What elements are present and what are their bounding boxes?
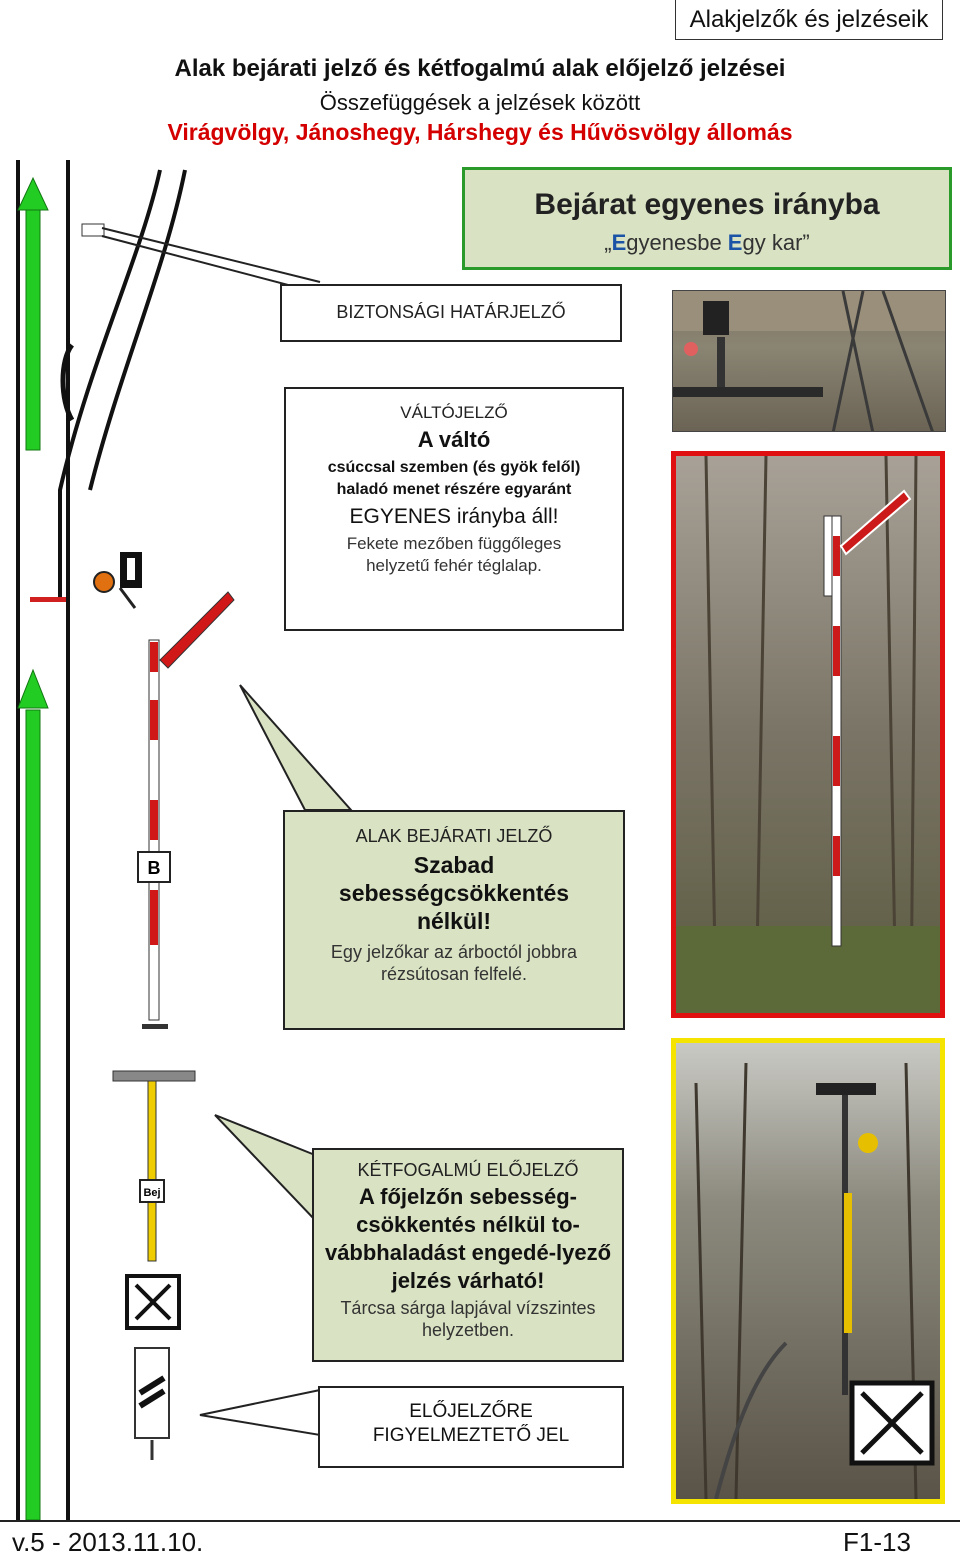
- elojelzore-line2: FIGYELMEZTETŐ JEL: [372, 1425, 570, 1446]
- photo-switch-track-drawing: [673, 291, 945, 431]
- photo-distant-signal: [671, 1038, 945, 1504]
- pointer-alak: [239, 684, 354, 811]
- valtojelzo-big: EGYENES irányba áll!: [349, 505, 559, 528]
- alak-bold: Szabad sebességcsökkentés nélkül!: [338, 852, 570, 934]
- safety-marker-icon: [81, 223, 105, 237]
- bej-sign: Bej: [143, 1187, 160, 1199]
- valtojelzo-callout: VÁLTÓJELZŐ A váltó csúccsal szemben (és …: [284, 387, 624, 631]
- green-arrow-head-lower: [17, 668, 49, 709]
- green-arrow-upper: [25, 209, 41, 451]
- valtojelzo-note: Fekete mezőben függőleges helyzetű fehér…: [346, 534, 562, 575]
- entry-semaphore-icon: B: [137, 591, 235, 1029]
- bejarat-sub: „Egyenesbe Egy kar”: [604, 230, 810, 255]
- header-brand-rest: és jelzéseik: [797, 6, 929, 33]
- alak-note: Egy jelzőkar az árboctól jobbra rézsútos…: [330, 942, 578, 984]
- ketfogalmu-bold: A főjelzőn sebesség-csökkentés nélkül to…: [324, 1184, 612, 1293]
- elojelzore-line1: ELŐJELZŐRE: [409, 1401, 533, 1422]
- valtojelzo-bold1: A váltó: [417, 427, 491, 452]
- valtojelzo-label: VÁLTÓJELZŐ: [400, 403, 508, 422]
- alak-callout: ALAK BEJÁRATI JELZŐ Szabad sebességcsökk…: [283, 810, 625, 1030]
- switch-marker: [30, 597, 66, 602]
- bejarat-box: Bejárat egyenes irányba „Egyenesbe Egy k…: [462, 167, 952, 270]
- ketfogalmu-label: KÉTFOGALMÚ ELŐJELZŐ: [357, 1160, 579, 1180]
- photo-entry-semaphore: [671, 451, 945, 1018]
- switch-blade-2: [60, 343, 75, 422]
- elojelzore-callout: ELŐJELZŐRE FIGYELMEZTETŐ JEL: [318, 1386, 624, 1468]
- footer-line: [0, 1520, 960, 1522]
- bejarat-heading: Bejárat egyenes irányba: [534, 188, 880, 221]
- diverging-rail-2: [88, 169, 187, 491]
- valtojelzo-bold2: csúccsal szemben (és gyök felől) haladó …: [327, 459, 581, 498]
- footer-page: F1-13: [843, 1527, 911, 1557]
- ketfogalmu-callout: KÉTFOGALMÚ ELŐJELZŐ A főjelzőn sebesség-…: [312, 1148, 624, 1362]
- biztonsagi-callout: BIZTONSÁGI HATÁRJELZŐ: [280, 284, 622, 342]
- photo-entry-semaphore-drawing: [676, 456, 940, 1013]
- track-schematic: [16, 160, 187, 1520]
- page-title: Alak bejárati jelző és kétfogalmú alak e…: [174, 55, 786, 82]
- photo-switch-track: [672, 290, 946, 432]
- stations-title: Virágvölgy, Jánoshegy, Hárshegy és Hűvös…: [167, 119, 793, 145]
- green-arrow-head-upper: [17, 176, 49, 211]
- header-brand-bold: Alakjelzők: [689, 6, 798, 33]
- photo-distant-signal-drawing: [694, 1062, 935, 1499]
- header-brand: Alakjelzők és jelzéseik: [675, 0, 943, 40]
- distant-signal-icon: Bej: [112, 1070, 196, 1460]
- biztonsagi-label: BIZTONSÁGI HATÁRJELZŐ: [336, 302, 566, 322]
- pointer-elojelzore: [199, 1388, 321, 1437]
- footer-version: v.5 - 2013.11.10.: [12, 1527, 204, 1557]
- ketfogalmu-note: Tárcsa sárga lapjával vízszintes helyzet…: [340, 1298, 596, 1340]
- page-subtitle: Összefüggések a jelzések között: [319, 90, 641, 115]
- green-arrow-lower: [25, 709, 41, 1520]
- b-sign: B: [148, 858, 161, 878]
- diverging-rail-1: [58, 169, 162, 600]
- switch-signal-icon: [93, 552, 142, 609]
- alak-label: ALAK BEJÁRATI JELZŐ: [355, 826, 553, 846]
